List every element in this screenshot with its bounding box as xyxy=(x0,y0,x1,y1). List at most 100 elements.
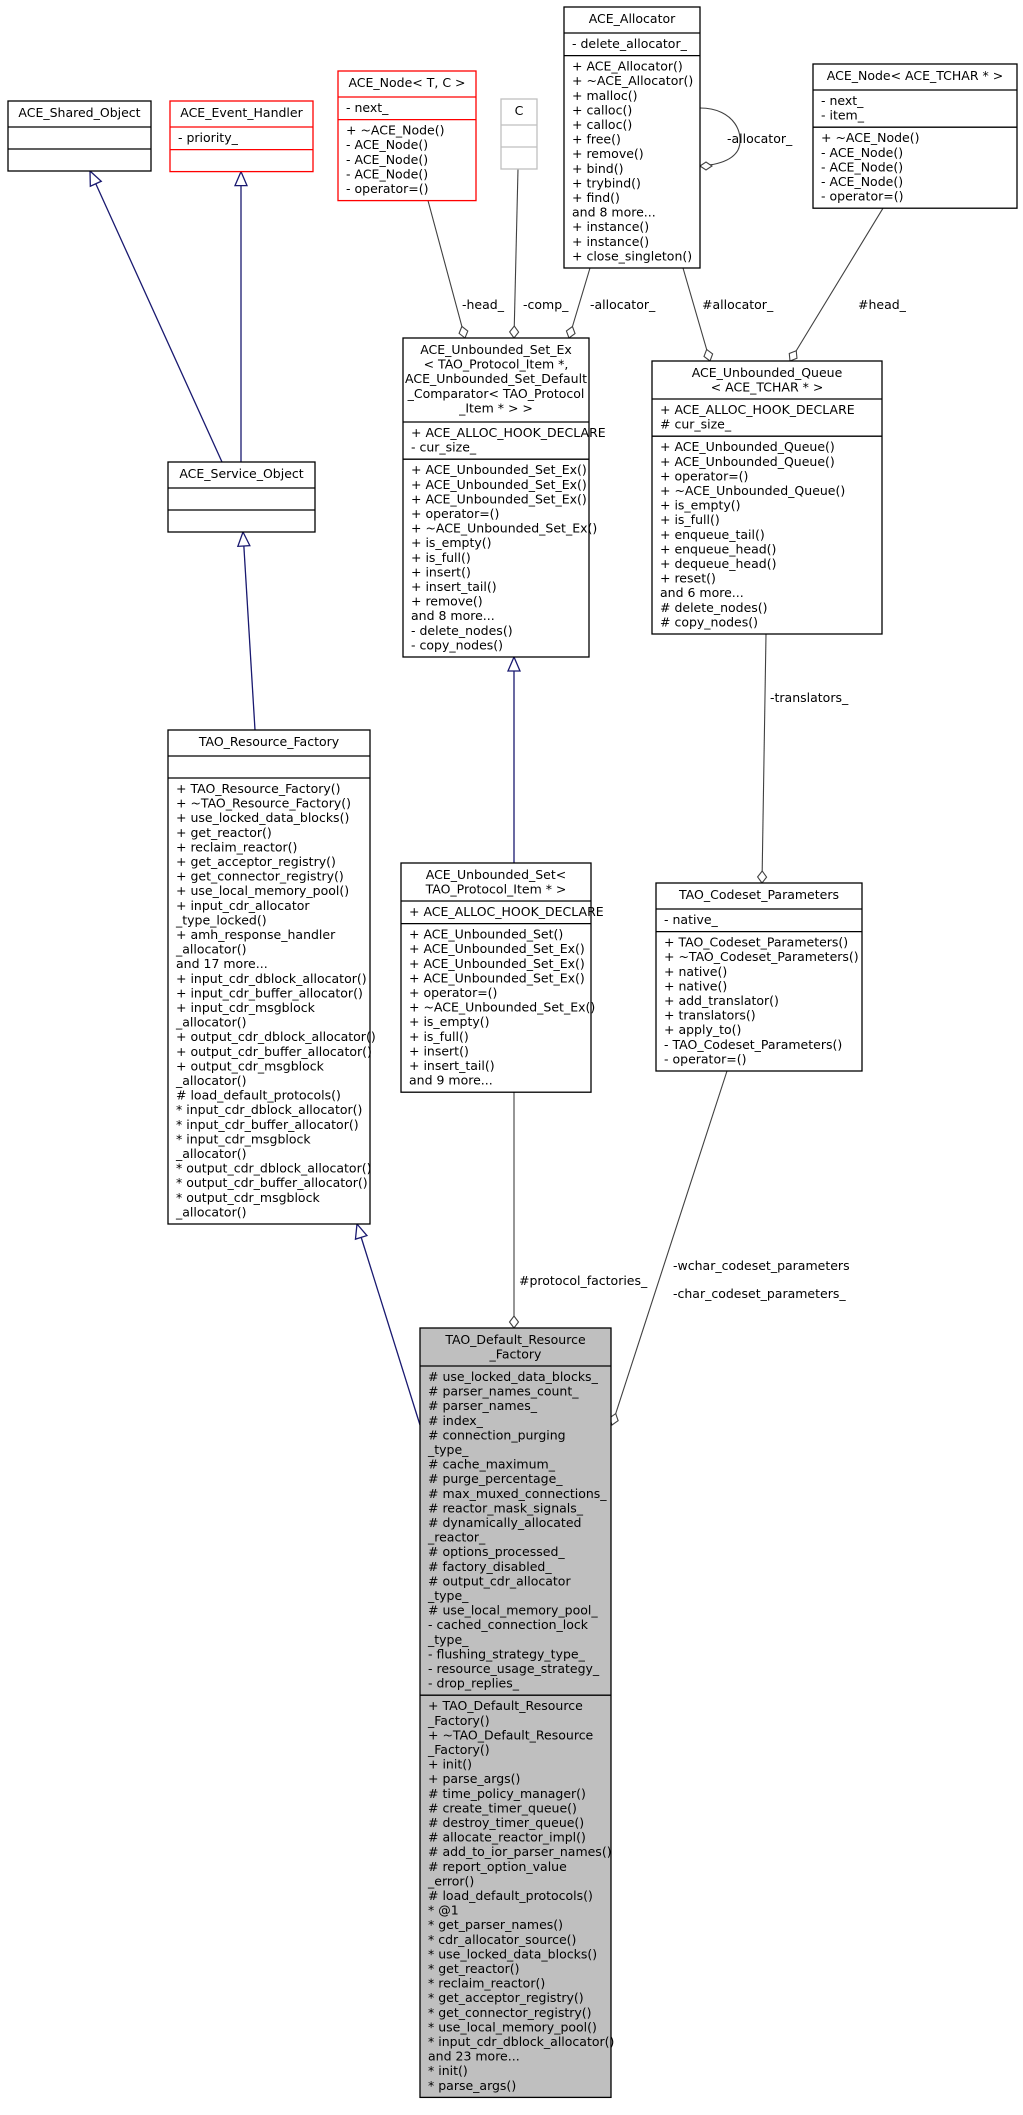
class-method: * get_parser_names() xyxy=(428,1917,563,1932)
class-method: + add_translator() xyxy=(664,993,779,1008)
class-title: ACE_Node< ACE_TCHAR * > xyxy=(827,68,1003,83)
edge-label-comp: -comp_ xyxy=(523,297,569,312)
class-attribute: # purge_percentage_ xyxy=(428,1471,563,1486)
class-attribute: # index_ xyxy=(428,1413,484,1428)
edge-service-object-to-event-handler-arrowhead xyxy=(234,169,248,187)
class-attribute: - priority_ xyxy=(178,130,239,145)
class-box-border xyxy=(500,98,538,170)
class-box-bg xyxy=(652,361,882,634)
edge-allocator-queue-diamond xyxy=(703,348,714,362)
class-method: + operator=() xyxy=(411,506,499,521)
class-box-border xyxy=(337,70,477,202)
class-method: _error() xyxy=(427,1873,474,1888)
class-method: + is_full() xyxy=(411,550,471,565)
class-method: + instance() xyxy=(572,234,649,249)
class-method: + get_acceptor_registry() xyxy=(176,854,336,869)
class-title: ACE_Event_Handler xyxy=(180,105,303,120)
class-attribute: - next_ xyxy=(821,93,864,108)
class-method: + is_empty() xyxy=(411,535,492,550)
class-unbounded-queue: ACE_Unbounded_Queue< ACE_TCHAR * >+ ACE_… xyxy=(651,360,883,635)
class-method: * cdr_allocator_source() xyxy=(428,1932,576,1947)
class-method: + apply_to() xyxy=(664,1022,741,1037)
class-method: * init() xyxy=(428,2063,468,2078)
class-attribute: - flushing_strategy_type_ xyxy=(428,1646,586,1661)
class-method: + ACE_Unbounded_Set_Ex() xyxy=(409,970,585,985)
class-title: ACE_Shared_Object xyxy=(18,105,140,120)
class-method: + calloc() xyxy=(572,117,632,132)
class-box-bg xyxy=(168,730,370,1224)
edge-label-head: -head_ xyxy=(462,297,505,312)
class-method: + remove() xyxy=(572,146,644,161)
class-attribute: - drop_replies_ xyxy=(428,1676,520,1691)
class-attribute: - native_ xyxy=(664,912,719,927)
class-method: * get_reactor() xyxy=(428,1961,520,1976)
class-method: * get_acceptor_registry() xyxy=(428,1990,584,2005)
nodes-layer: ACE_Shared_Object ACE_Event_Handler - prio… xyxy=(7,6,1018,2099)
class-method: _allocator() xyxy=(175,1015,246,1030)
edge-node-tc-head xyxy=(427,200,466,339)
class-method: + ACE_Unbounded_Set_Ex() xyxy=(409,956,585,971)
edge-queue-translators xyxy=(761,633,767,884)
class-method: + reset() xyxy=(660,571,716,586)
class-box-bg xyxy=(168,462,315,532)
class-box-bg xyxy=(338,71,476,201)
class-node-tchar: ACE_Node< ACE_TCHAR * >- next_- item_+ ~… xyxy=(812,63,1018,209)
class-method: * input_cdr_msgblock xyxy=(176,1131,311,1146)
edge-label-allocator-protected: #allocator_ xyxy=(702,297,774,312)
class-method: _allocator() xyxy=(175,1146,246,1161)
class-box-border xyxy=(169,100,314,173)
class-method: + ~ACE_Node() xyxy=(821,130,920,145)
class-method: + trybind() xyxy=(572,175,641,190)
class-box-bg xyxy=(8,101,151,171)
class-method: + dequeue_head() xyxy=(660,556,776,571)
class-method: - ACE_Node() xyxy=(821,145,903,160)
class-method: + remove() xyxy=(411,594,483,609)
class-method: + is_empty() xyxy=(409,1014,490,1029)
class-event-handler: ACE_Event_Handler - priority_ xyxy=(169,100,314,173)
class-method: - TAO_Codeset_Parameters() xyxy=(664,1037,842,1052)
class-method: and 6 more... xyxy=(660,585,744,600)
class-method: + ~TAO_Default_Resource xyxy=(428,1727,594,1742)
class-method: * reclaim_reactor() xyxy=(428,1976,545,1991)
class-method: + output_cdr_dblock_allocator() xyxy=(176,1029,376,1044)
class-box-bg xyxy=(564,7,700,268)
class-attribute: - delete_allocator_ xyxy=(572,36,688,51)
class-method: * output_cdr_dblock_allocator() xyxy=(176,1161,371,1176)
class-method: - delete_nodes() xyxy=(411,623,513,638)
class-method: # copy_nodes() xyxy=(660,614,758,629)
class-method: _allocator() xyxy=(175,1073,246,1088)
edge-default-factory-to-resource-factory xyxy=(356,1223,421,1426)
class-method: - ACE_Node() xyxy=(346,166,428,181)
class-method: + input_cdr_dblock_allocator() xyxy=(176,971,367,986)
class-attribute: _reactor_ xyxy=(427,1530,486,1545)
class-method: # load_default_protocols() xyxy=(428,1888,593,1903)
class-attribute: - resource_usage_strategy_ xyxy=(428,1661,600,1676)
class-method: + enqueue_head() xyxy=(660,541,776,556)
class-method: _Factory() xyxy=(427,1713,490,1728)
class-node-tc: ACE_Node< T, C >- next_+ ~ACE_Node()- AC… xyxy=(337,70,477,202)
class-unbounded-set-ex: ACE_Unbounded_Set_Ex< TAO_Protocol_Item … xyxy=(402,337,606,658)
class-method: + insert_tail() xyxy=(411,579,497,594)
class-attribute: # connection_purging xyxy=(428,1427,566,1442)
class-method: and 17 more... xyxy=(176,956,268,971)
class-method: + ACE_Unbounded_Queue() xyxy=(660,439,835,454)
class-method: + ~TAO_Resource_Factory() xyxy=(176,796,351,811)
class-title: _Item * > > xyxy=(458,400,533,415)
class-attribute: # cache_maximum_ xyxy=(428,1457,556,1472)
class-title: TAO_Codeset_Parameters xyxy=(678,887,839,902)
class-method: + init() xyxy=(428,1757,472,1772)
edge-resource-factory-to-service-object xyxy=(242,531,256,731)
class-method: _Factory() xyxy=(427,1742,490,1757)
class-method: + input_cdr_allocator xyxy=(176,898,310,913)
class-box-border xyxy=(167,461,316,533)
class-box-border xyxy=(400,862,592,1093)
class-method: + ~TAO_Codeset_Parameters() xyxy=(664,949,859,964)
class-method: * input_cdr_buffer_allocator() xyxy=(176,1117,359,1132)
class-c-param: C xyxy=(500,98,538,170)
class-attribute: + ACE_ALLOC_HOOK_DECLARE xyxy=(411,425,606,440)
class-method: # allocate_reactor_impl() xyxy=(428,1830,586,1845)
class-attribute: # max_muxed_connections_ xyxy=(428,1486,607,1501)
class-allocator: ACE_Allocator- delete_allocator_+ ACE_Al… xyxy=(563,6,701,269)
class-title: C xyxy=(515,103,524,118)
class-title: ACE_Unbounded_Set< xyxy=(426,867,567,882)
